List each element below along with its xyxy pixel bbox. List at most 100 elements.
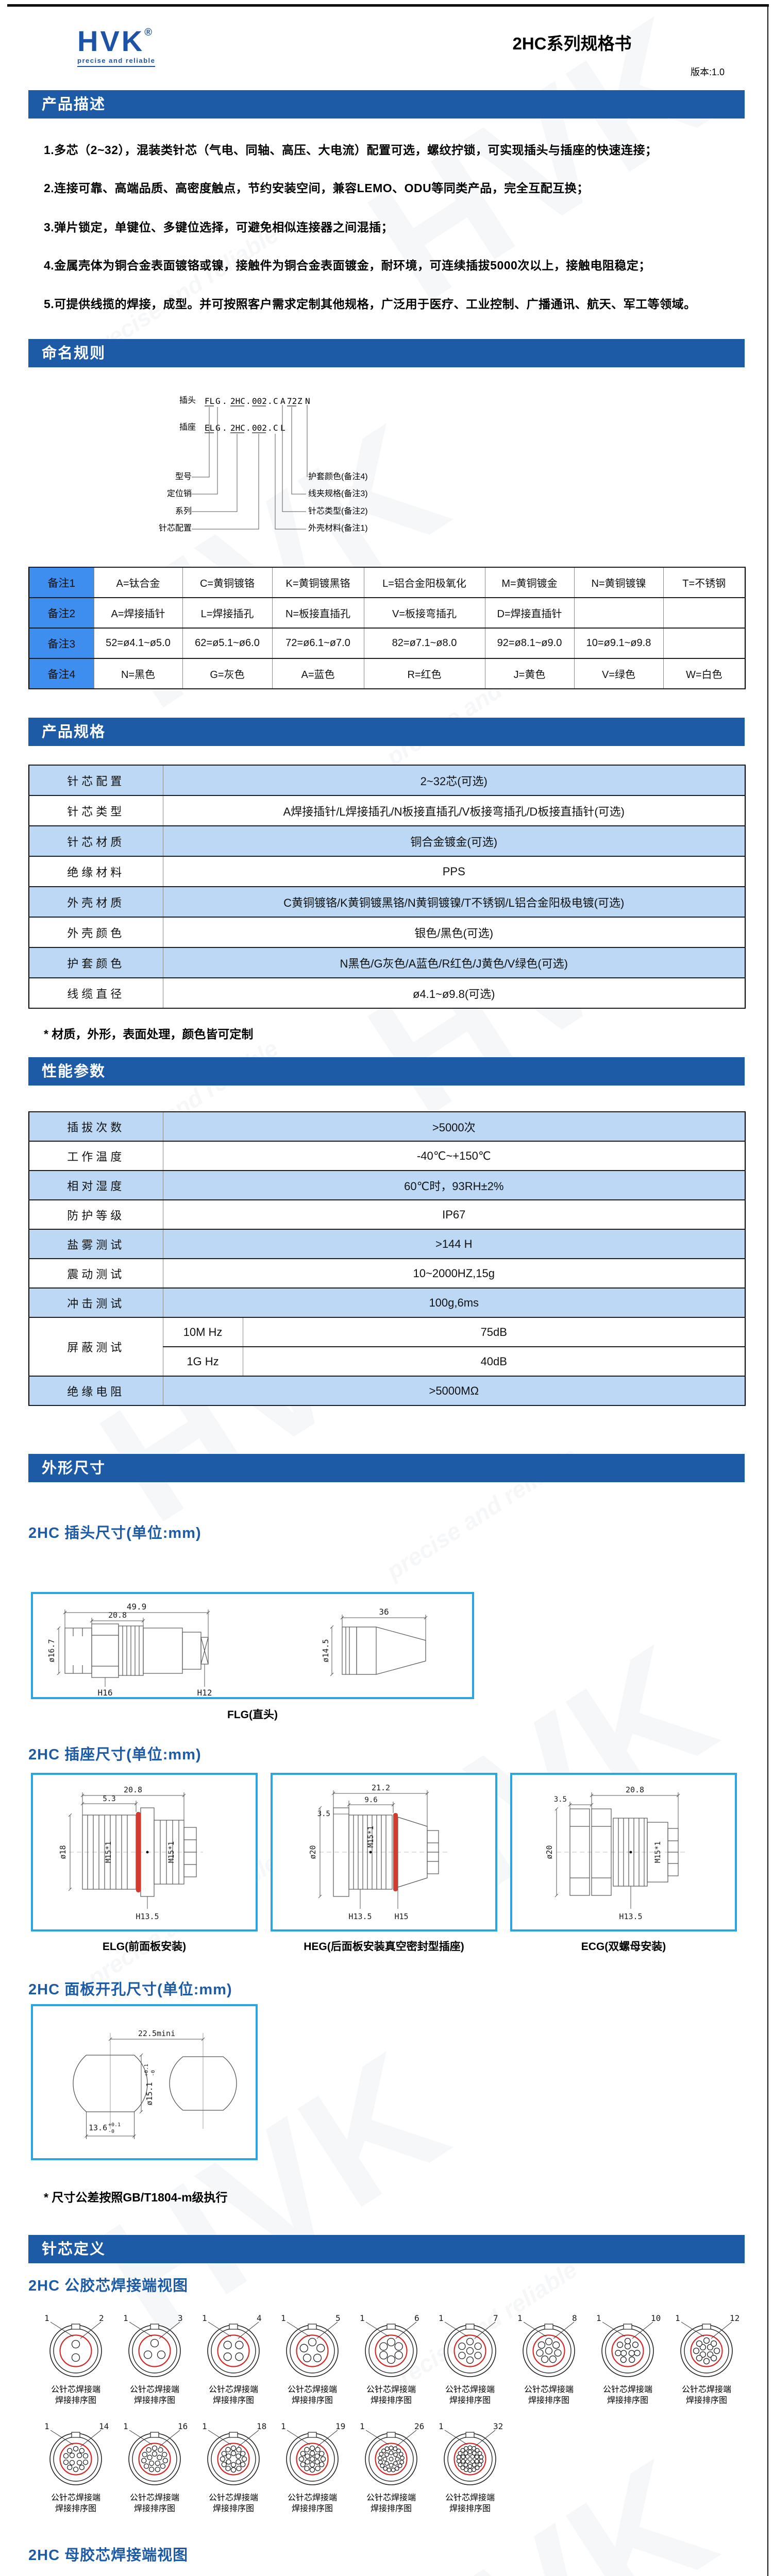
table-cell: 备注1 <box>28 567 94 598</box>
dim-panel-width-tol-plus: +0.1 <box>108 2122 121 2128</box>
heg-silhouette <box>333 1807 439 1897</box>
pin-diagram-caption: 公针芯焊接端焊接排序图 <box>51 2494 100 2513</box>
svg-text:1: 1 <box>675 2313 680 2323</box>
ecg-drawing: 20.8 3.5 ø20 M15*1 H13.5 <box>545 1785 687 1921</box>
table-cell <box>663 597 746 629</box>
elg-drawing-box: 20.8 5.3 ø18 M15*1 M15*1 H13.5 <box>31 1773 258 1931</box>
table-cell: A焊接插针/L焊接插孔/N板接直插孔/V板接弯插孔/D板接直插针(可选) <box>162 795 746 826</box>
plug-dimension-lines <box>57 1609 428 1687</box>
table-cell: A=焊接插针 <box>93 597 183 629</box>
heg-oring <box>393 1813 398 1891</box>
desc-item-5: 5.可提供线揽的焊接，成型。并可按照客户需求定制其他规格，广泛用于医疗、工业控制… <box>44 297 696 311</box>
table-cell: T=不锈钢 <box>663 567 746 598</box>
elg-caption: ELG(前面板安装) <box>102 1941 187 1953</box>
dim-total-length: 49.9 <box>127 1602 147 1612</box>
table-cell: 62=ø5.1~ø6.0 <box>182 628 273 659</box>
table-cell: 备注4 <box>28 658 94 689</box>
page-title: 2HC系列规格书 <box>512 34 632 53</box>
dim-panel-width-tol-minus: -0 <box>108 2129 114 2134</box>
svg-text:3: 3 <box>178 2313 183 2323</box>
heg-dimension-lines <box>318 1790 429 1909</box>
svg-text:1: 1 <box>123 2421 128 2431</box>
table-cell: 冲击测试 <box>28 1287 163 1318</box>
table-cell: 针芯配置 <box>28 765 163 796</box>
svg-text:18: 18 <box>257 2421 266 2431</box>
logo-text: HVK <box>77 25 145 57</box>
pin-diagram-caption: 公针芯焊接端焊接排序图 <box>681 2385 731 2405</box>
dim-panel-diameter: ø15.1 <box>145 2082 154 2105</box>
pin-diagram-caption: 公针芯焊接端焊接排序图 <box>366 2494 416 2513</box>
panel-cutout-shapes <box>73 2055 237 2112</box>
table-cell: 82=ø7.1~ø8.0 <box>363 628 485 659</box>
page-frame-top <box>7 4 769 7</box>
male-pins-subtitle: 2HC 公胶芯焊接端视图 <box>28 2278 189 2294</box>
section-bar-product-description: 产品描述 <box>28 90 745 118</box>
pin-diagram-caption: 公针芯焊接端焊接排序图 <box>208 2494 258 2513</box>
table-cell: G=灰色 <box>182 658 273 689</box>
pin-diagram-caption: 公针芯焊接端焊接排序图 <box>129 2385 179 2405</box>
plug-drawing: 49.9 20.8 ø16.7 H16 H12 36 ø14.5 <box>47 1602 428 1698</box>
version-label: 版本:1.0 <box>691 67 725 77</box>
table-cell: 75dB <box>242 1317 746 1347</box>
section-bar-product-spec: 产品规格 <box>28 718 745 746</box>
svg-text:1: 1 <box>202 2313 207 2323</box>
dim-panel-diameter-tol-plus: +0.1 <box>144 2064 149 2076</box>
dim-elg-length: 20.8 <box>124 1785 142 1794</box>
dim-ecg-length: 20.8 <box>626 1785 644 1794</box>
pin-diagram-caption: 公针芯焊接端焊接排序图 <box>287 2385 337 2405</box>
heg-drawing-box: 21.2 9.6 3.5 ø20 M15*1 H13.5 H15 <box>271 1773 497 1931</box>
svg-text:1: 1 <box>360 2313 365 2323</box>
table-cell: 92=ø8.1~ø9.0 <box>484 628 575 659</box>
dim-heg-thread: M15*1 <box>367 1826 375 1848</box>
desc-item-2: 2.连接可靠、高端品质、高密度触点，节约安装空间，兼容LEMO、ODU等同类产品… <box>44 181 589 195</box>
heg-drawing: 21.2 9.6 3.5 ø20 M15*1 H13.5 H15 <box>308 1783 448 1921</box>
svg-text:1: 1 <box>360 2421 365 2431</box>
pin-diagram-caption: 公针芯焊接端焊接排序图 <box>129 2494 179 2513</box>
svg-text:14: 14 <box>99 2421 109 2431</box>
table-cell: D=焊接直插针 <box>484 597 575 629</box>
table-cell: J=黄色 <box>484 658 575 689</box>
table-cell: L=焊接插孔 <box>182 597 273 629</box>
pin-diagram-caption: 公针芯焊接端焊接排序图 <box>208 2385 258 2405</box>
table-cell: >5000MΩ <box>162 1376 746 1406</box>
table-cell: K=黄铜镀黑铬 <box>272 567 364 598</box>
pin-diagram-caption: 公针芯焊接端焊接排序图 <box>287 2494 337 2513</box>
female-pins-subtitle: 2HC 母胶芯焊接端视图 <box>28 2547 189 2564</box>
table-cell: 备注2 <box>28 597 94 629</box>
svg-text:1: 1 <box>123 2313 128 2323</box>
table-cell: V=绿色 <box>574 658 664 689</box>
table-cell: N=黄铜镀镍 <box>574 567 664 598</box>
ecg-dimension-lines <box>554 1792 680 1909</box>
table-cell: N=板接直插孔 <box>272 597 364 629</box>
pin-diagram-caption: 公针芯焊接端焊接排序图 <box>366 2385 416 2405</box>
svg-text:10: 10 <box>651 2313 661 2323</box>
spec-note: * 材质，外形，表面处理，颜色皆可定制 <box>44 1027 254 1041</box>
section-bar-performance: 性能参数 <box>28 1057 745 1086</box>
pin-diagram-caption: 公针芯焊接端焊接排序图 <box>524 2385 574 2405</box>
svg-text:6: 6 <box>414 2313 419 2323</box>
table-cell: 屏蔽测试 <box>28 1317 163 1377</box>
table-cell: 针芯材质 <box>28 825 163 857</box>
pin-diagram-caption: 公针芯焊接端焊接排序图 <box>445 2494 495 2513</box>
dim-heg-length: 21.2 <box>372 1783 390 1792</box>
svg-text:1: 1 <box>439 2313 444 2323</box>
table-cell: 10~2000HZ,15g <box>162 1258 746 1289</box>
table-cell: 40dB <box>242 1346 746 1377</box>
table-cell: 护套颜色 <box>28 947 163 978</box>
table-cell: 外壳材质 <box>28 886 163 918</box>
table-cell: 绝缘电阻 <box>28 1376 163 1406</box>
table-cell: 震动测试 <box>28 1258 163 1289</box>
